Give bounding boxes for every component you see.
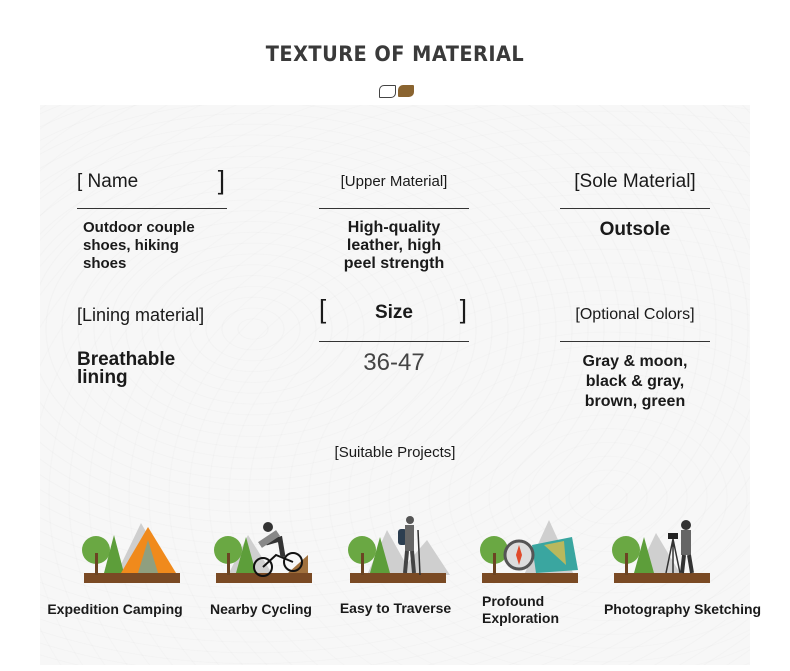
spec-label: [Sole Material] (560, 168, 710, 209)
spec-value: Outdoor couple shoes, hiking shoes (83, 219, 195, 272)
project-label: Expedition Camping (47, 601, 183, 617)
spec-value: Gray & moon, black & gray, brown, green (582, 353, 688, 410)
spec-label: [Optional Colors] (560, 301, 710, 342)
spec-value: High-quality leather, high peel strength (343, 219, 445, 272)
spec-value: Breathable lining (77, 349, 176, 388)
project-label: Nearby Cycling (210, 601, 312, 617)
spec-lining: [Lining material] Breathable lining (77, 301, 227, 387)
spec-colors: [Optional Colors] Gray & moon, black & g… (560, 301, 710, 412)
spec-label: [Upper Material] (319, 168, 469, 209)
spec-value: Outsole (599, 219, 671, 240)
spec-label: [ Name] (77, 166, 227, 209)
page-title: TEXTURE OF MATERIAL (265, 42, 525, 66)
cyclist-icon (214, 522, 312, 583)
spec-label: [Lining material] (77, 305, 205, 325)
spec-size: [Size] 36-47 (319, 295, 469, 376)
projects-heading: [Suitable Projects] (334, 444, 456, 461)
title-decoration (379, 85, 414, 103)
compass-map-icon (480, 520, 578, 583)
spec-upper-material: [Upper Material] High-quality leather, h… (319, 168, 469, 273)
spec-label: [Size] (319, 295, 469, 342)
project-label: Easy to Traverse (339, 600, 452, 616)
photographer-icon (612, 520, 710, 583)
spec-value: 36-47 (363, 349, 425, 376)
tent-icon (82, 523, 180, 583)
spec-name: [ Name] Outdoor couple shoes, hiking sho… (77, 166, 227, 273)
spec-sole-material: [Sole Material] Outsole (560, 168, 710, 239)
project-label: Profound Exploration (482, 593, 560, 626)
hiker-icon (348, 516, 450, 583)
project-label: Photography Sketching (603, 601, 762, 617)
